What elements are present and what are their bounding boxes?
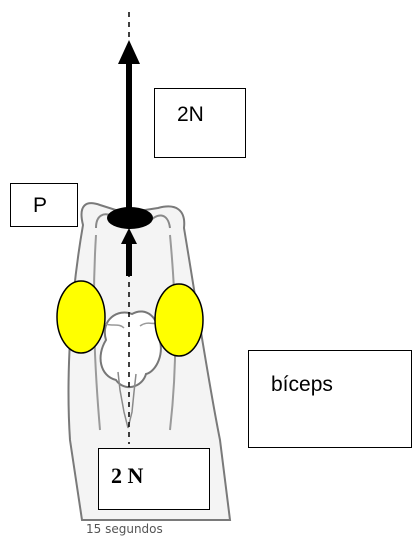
application-point bbox=[107, 207, 153, 229]
muscle-label-text: bíceps bbox=[271, 373, 333, 397]
bottom-force-label-text: 2 N bbox=[111, 463, 143, 489]
force-label-box: 2N bbox=[154, 88, 246, 158]
point-label-text: P bbox=[33, 194, 47, 218]
point-label-box: P bbox=[10, 183, 78, 227]
bottom-force-label-box: 2 N bbox=[98, 448, 210, 510]
biceps-left bbox=[57, 281, 105, 353]
muscle-label-box: bíceps bbox=[248, 350, 412, 448]
force-arrow bbox=[118, 40, 140, 218]
force-label-text: 2N bbox=[177, 103, 204, 127]
biceps-right bbox=[155, 284, 203, 356]
caption: 15 segundos bbox=[86, 522, 163, 536]
